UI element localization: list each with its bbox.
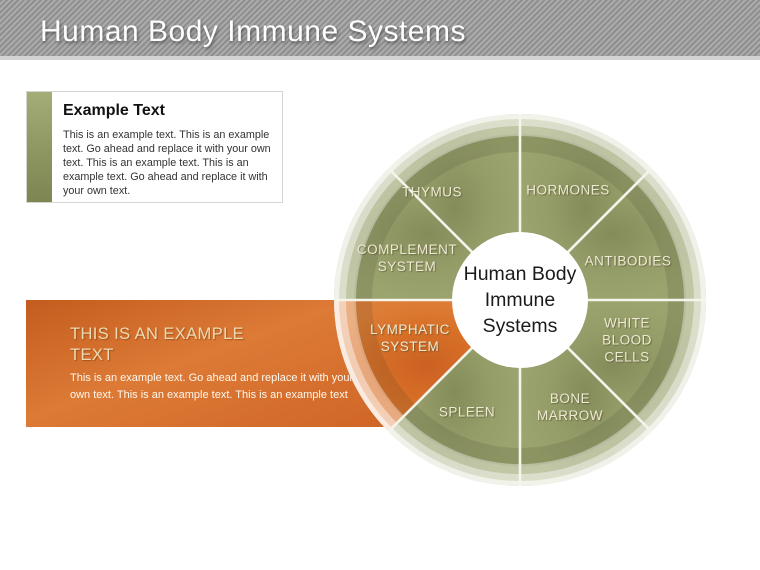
wheel-graphic: [334, 114, 706, 486]
segment-label-thymus: THYMUS: [402, 184, 462, 200]
example-box-body: This is an example text. This is an exam…: [63, 129, 271, 197]
header-banner: Human Body Immune Systems: [0, 0, 760, 60]
segment-label-antibodies: ANTIBODIES: [584, 253, 672, 269]
wheel-center-title: Human Body Immune Systems: [463, 263, 577, 337]
example-text-box: Example Text This is an example text. Th…: [26, 91, 283, 203]
segment-label-spleen: SPLEEN: [438, 404, 496, 420]
immune-system-wheel: HORMONES ANTIBODIES WHITE BLOOD CELLS BO…: [334, 114, 706, 486]
segment-label-bone-marrow: BONE MARROW: [537, 391, 603, 423]
segment-label-white-blood-cells: WHITE BLOOD CELLS: [602, 315, 652, 365]
highlight-box-content: THIS IS AN EXAMPLE TEXT This is an examp…: [70, 324, 375, 403]
example-box-accent-bar: [27, 92, 52, 202]
example-box-content: Example Text This is an example text. Th…: [63, 102, 275, 198]
example-box-title: Example Text: [63, 102, 165, 119]
wheel-dividers: [334, 114, 706, 486]
wheel-center-circle: [452, 232, 588, 368]
segment-label-complement-system: COMPLEMENT SYSTEM: [356, 242, 458, 274]
segment-label-lymphatic-system: LYMPHATIC SYSTEM: [370, 322, 450, 354]
page-title: Human Body Immune Systems: [40, 15, 466, 48]
segment-label-hormones: HORMONES: [526, 182, 610, 198]
highlight-box-body: This is an example text. Go ahead and re…: [70, 372, 354, 401]
highlight-box-title: THIS IS AN EXAMPLE TEXT: [70, 325, 245, 364]
